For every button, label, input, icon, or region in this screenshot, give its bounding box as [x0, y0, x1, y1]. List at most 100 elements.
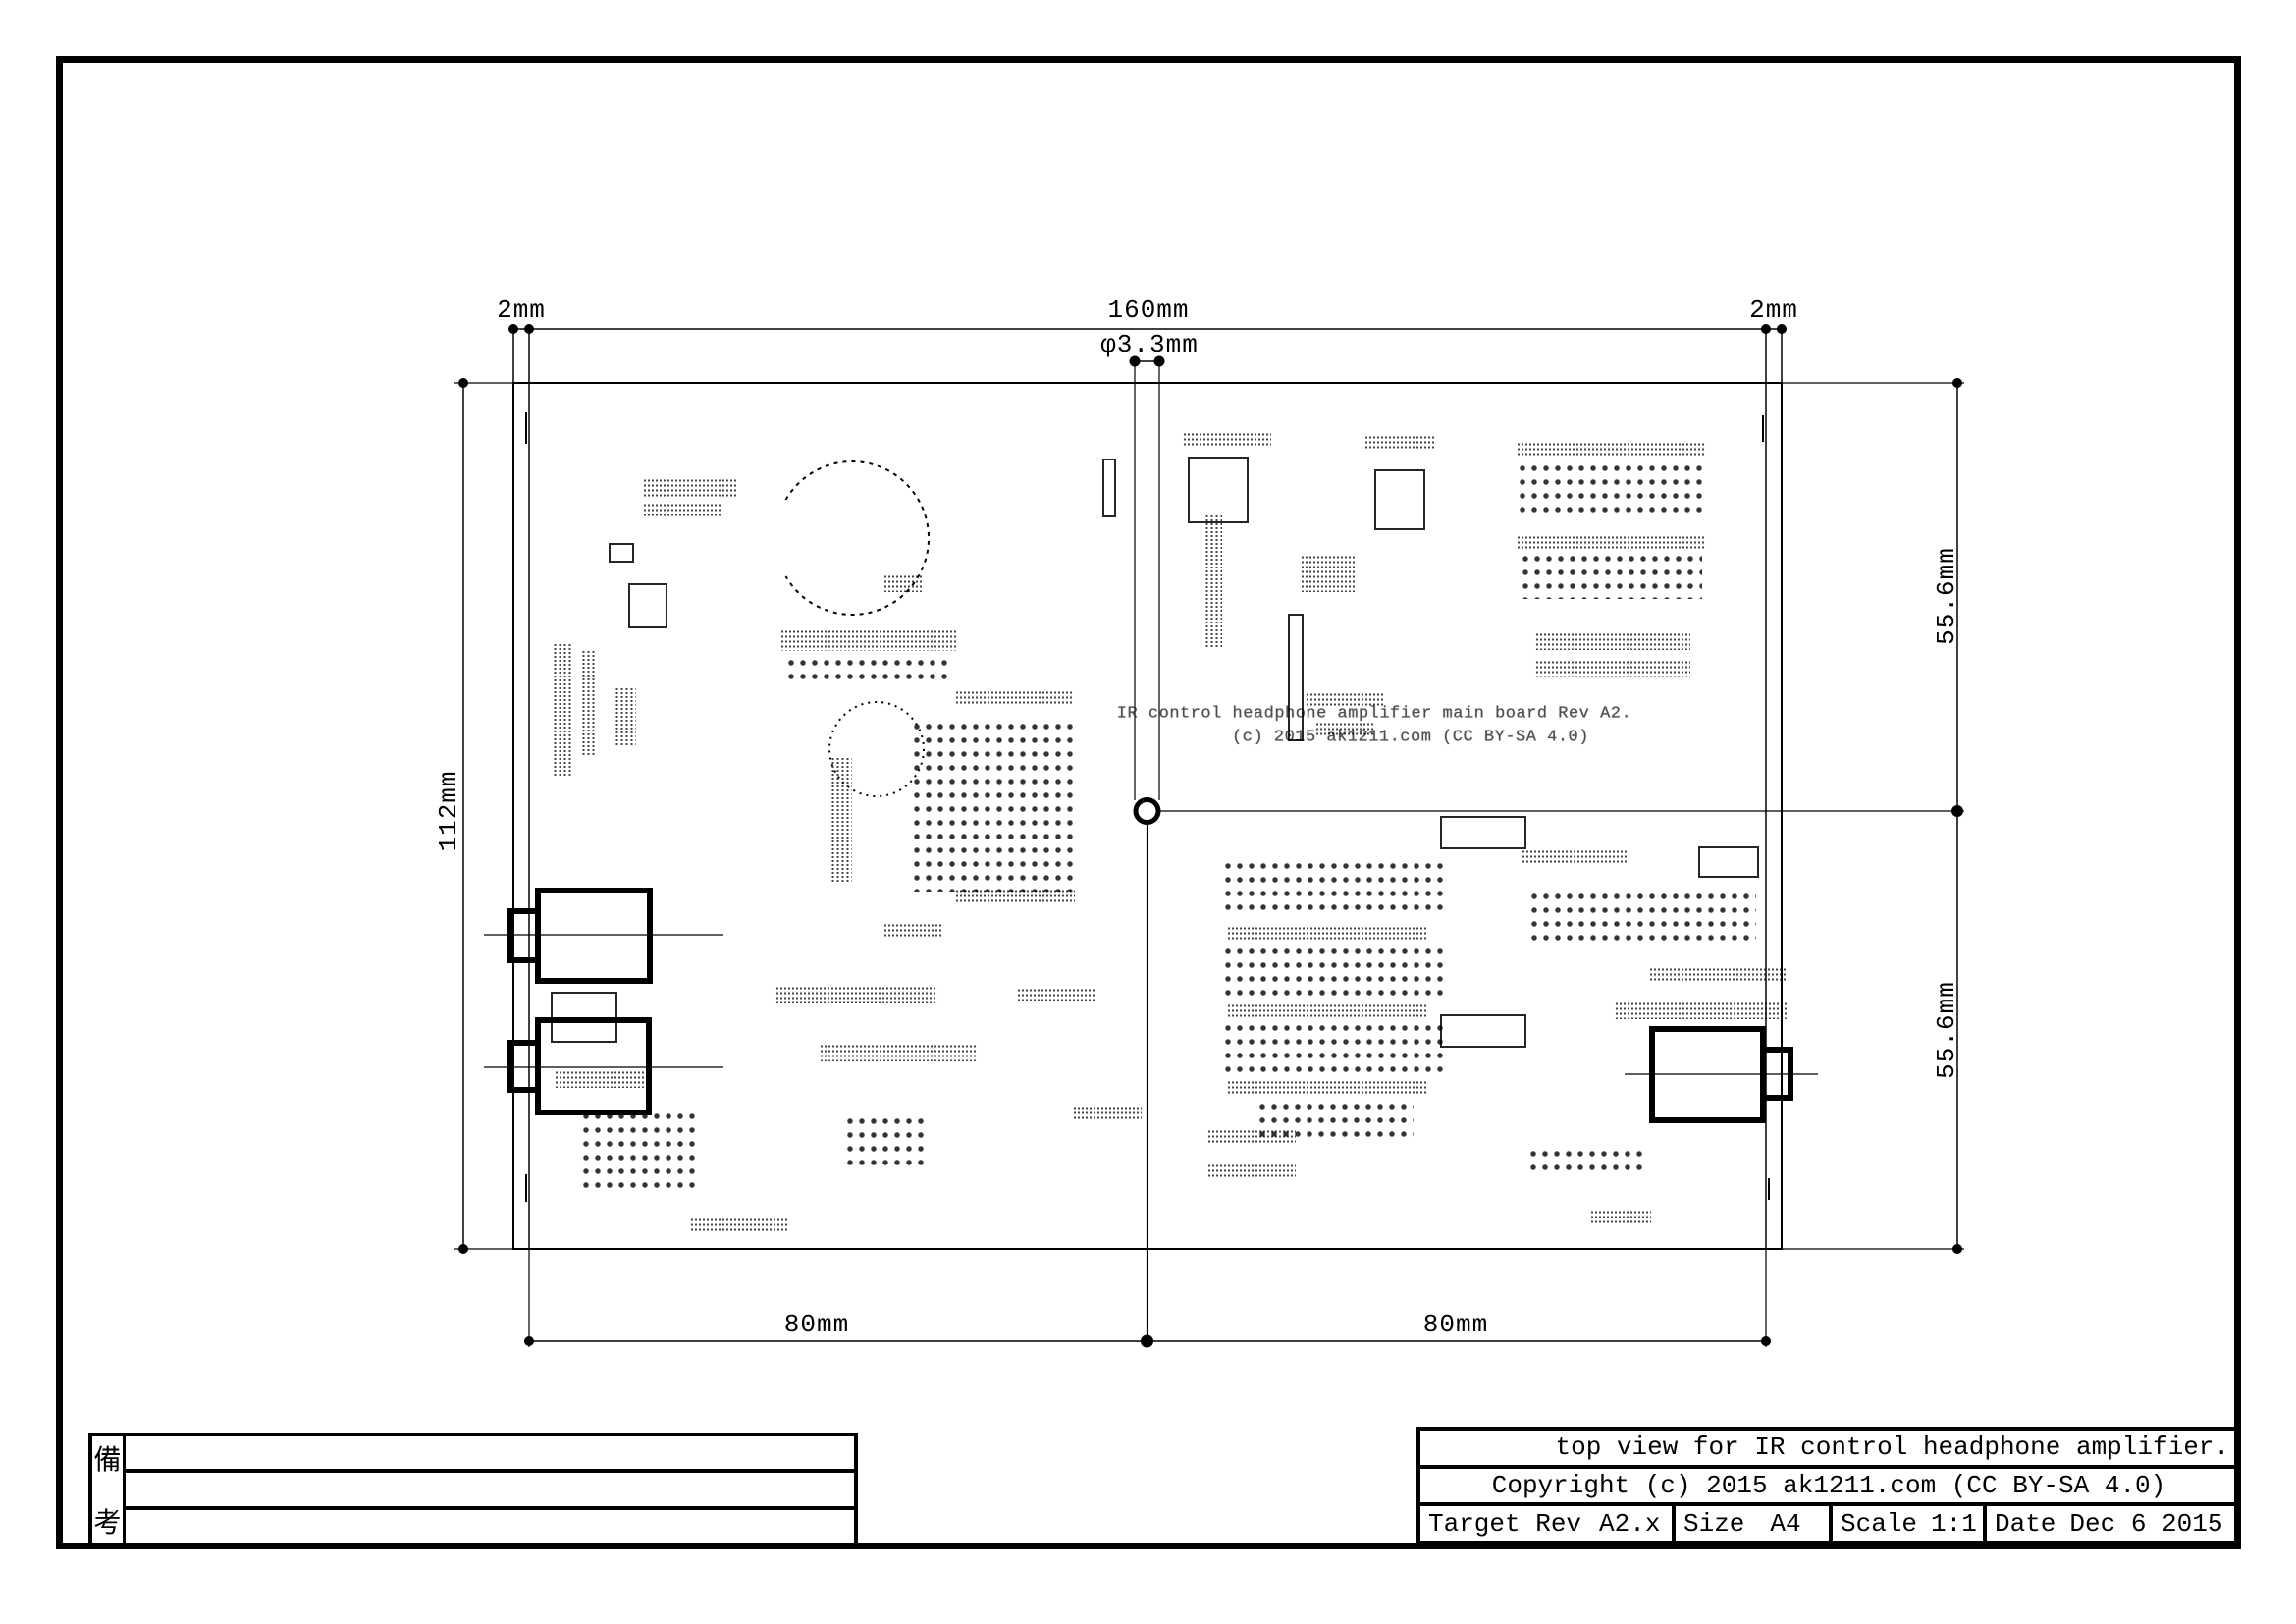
silkscreen-vertical-text	[581, 650, 595, 756]
size-value: A4	[1770, 1508, 1801, 1539]
silkscreen-vertical-text	[614, 687, 636, 746]
silkscreen-text	[1017, 988, 1095, 1003]
silkscreen-text	[1522, 849, 1629, 865]
size-cell: Size A4	[1676, 1506, 1833, 1542]
date-cell: Date Dec 6 2015	[1987, 1506, 2237, 1541]
scale-value: 1:1	[1931, 1508, 1977, 1539]
silkscreen-text	[555, 1070, 653, 1088]
silkscreen-text	[1517, 442, 1705, 458]
silkscreen-text	[1535, 660, 1690, 677]
silkscreen-board-copyright: (c) 2015 ak1211.com (CC BY-SA 4.0)	[1232, 728, 1589, 747]
silkscreen-text	[883, 574, 923, 592]
silkscreen-component-outline	[1698, 846, 1759, 878]
silkscreen-text	[690, 1218, 788, 1233]
dim-dot	[1141, 1334, 1153, 1348]
silkscreen-text	[1315, 722, 1374, 737]
dim-label-half-height-bottom: 55.6mm	[1932, 981, 1961, 1079]
silkscreen-pad-grid	[1222, 859, 1448, 916]
silkscreen-pad-grid	[1520, 552, 1702, 599]
remarks-row-3	[126, 1510, 854, 1543]
dim-label-hole-diameter: φ3.3mm	[1100, 330, 1199, 359]
silkscreen-vertical-text	[1204, 514, 1222, 647]
dim-label-board-width: 160mm	[1107, 296, 1190, 325]
date-value: Dec 6 2015	[2069, 1508, 2223, 1539]
dim-label-bottom-right-half: 80mm	[1422, 1310, 1489, 1339]
silkscreen-text	[643, 478, 736, 498]
center-hole	[1133, 797, 1161, 825]
scale-label: Scale	[1841, 1508, 1918, 1539]
silkscreen-pad-grid	[1222, 945, 1448, 999]
dim-dot	[524, 324, 534, 334]
size-label: Size	[1683, 1508, 1745, 1539]
silkscreen-text	[643, 503, 721, 518]
silkscreen-text	[820, 1044, 977, 1061]
silkscreen-text	[1301, 555, 1355, 592]
silkscreen-text	[1517, 535, 1705, 549]
dim-label-left-margin: 2mm	[497, 296, 546, 325]
silkscreen-text	[955, 889, 1075, 904]
silkscreen-component-outline	[1102, 459, 1116, 517]
copyright-row: Copyright (c) 2015 ak1211.com (CC BY-SA …	[1420, 1469, 2237, 1507]
remarks-row-1	[126, 1436, 854, 1474]
connector-left-top-tab	[507, 908, 541, 963]
drawing-title: top view for IR control headphone amplif…	[1555, 1433, 2229, 1463]
silkscreen-text	[1207, 1164, 1296, 1179]
silkscreen-text	[780, 629, 957, 651]
silkscreen-component-outline	[1440, 816, 1526, 849]
silkscreen-pad-grid	[1527, 1147, 1647, 1176]
silkscreen-board-title: IR control headphone amplifier main boar…	[1116, 704, 1632, 724]
silkscreen-pad-grid	[844, 1114, 928, 1168]
silkscreen-pad-grid	[1222, 1021, 1448, 1075]
target-rev-value: A2.x	[1599, 1508, 1661, 1539]
target-rev-cell: Target Rev A2.x	[1420, 1506, 1676, 1542]
scale-cell: Scale 1:1	[1833, 1506, 1987, 1542]
silkscreen-component-outline	[1188, 457, 1249, 523]
remarks-label-top: 備	[93, 1447, 122, 1478]
copyright-text: Copyright (c) 2015 ak1211.com (CC BY-SA …	[1491, 1471, 2166, 1500]
silkscreen-text	[1615, 1001, 1787, 1019]
remarks-table: 備 考	[88, 1433, 858, 1546]
connector-left-bottom-tab	[507, 1040, 541, 1093]
silkscreen-text	[1364, 435, 1435, 451]
remarks-label-bottom: 考	[93, 1510, 122, 1541]
dim-label-bottom-left-half: 80mm	[783, 1310, 850, 1339]
silkscreen-component-outline	[1440, 1014, 1526, 1048]
silkscreen-text	[1306, 692, 1384, 708]
title-row: top view for IR control headphone amplif…	[1420, 1431, 2237, 1469]
silkscreen-component-outline	[551, 992, 617, 1043]
date-label: Date	[1995, 1508, 2056, 1539]
remarks-rows	[126, 1436, 854, 1543]
silkscreen-text	[883, 923, 942, 939]
silkscreen-pad-grid	[911, 720, 1076, 892]
silkscreen-component-outline	[628, 583, 667, 628]
silkscreen-vertical-text	[553, 643, 572, 776]
dim-label-half-height-top: 55.6mm	[1932, 547, 1961, 645]
sheet-border	[56, 56, 2241, 1549]
silkscreen-capacitor-arc	[784, 460, 931, 616]
silkscreen-component-outline	[1374, 469, 1425, 530]
silkscreen-vertical-text	[830, 757, 852, 883]
dim-dot	[1777, 324, 1787, 334]
title-block: top view for IR control headphone amplif…	[1416, 1427, 2241, 1544]
dim-label-right-margin: 2mm	[1749, 296, 1798, 325]
silkscreen-text	[1207, 1129, 1296, 1145]
silkscreen-text	[1073, 1106, 1142, 1121]
dim-dot	[1761, 324, 1771, 334]
silkscreen-pad-grid	[1528, 890, 1756, 941]
silkscreen-text	[1590, 1210, 1651, 1223]
silkscreen-text	[955, 690, 1073, 706]
silkscreen-text	[1183, 432, 1271, 448]
silkscreen-component-outline	[1288, 614, 1304, 741]
silkscreen-pad-grid	[580, 1110, 698, 1196]
silkscreen-text	[1227, 1003, 1428, 1017]
silkscreen-text	[1227, 1080, 1428, 1094]
silkscreen-text	[775, 986, 937, 1003]
dim-dot	[508, 324, 518, 334]
target-rev-label: Target Rev	[1428, 1508, 1582, 1539]
dim-label-board-height: 112mm	[434, 770, 463, 852]
silkscreen-pad-grid	[1517, 461, 1705, 518]
meta-row: Target Rev A2.x Size A4 Scale 1:1 Date D…	[1420, 1506, 2237, 1542]
silkscreen-component-outline	[609, 543, 634, 563]
remarks-label-column: 備 考	[92, 1436, 126, 1543]
